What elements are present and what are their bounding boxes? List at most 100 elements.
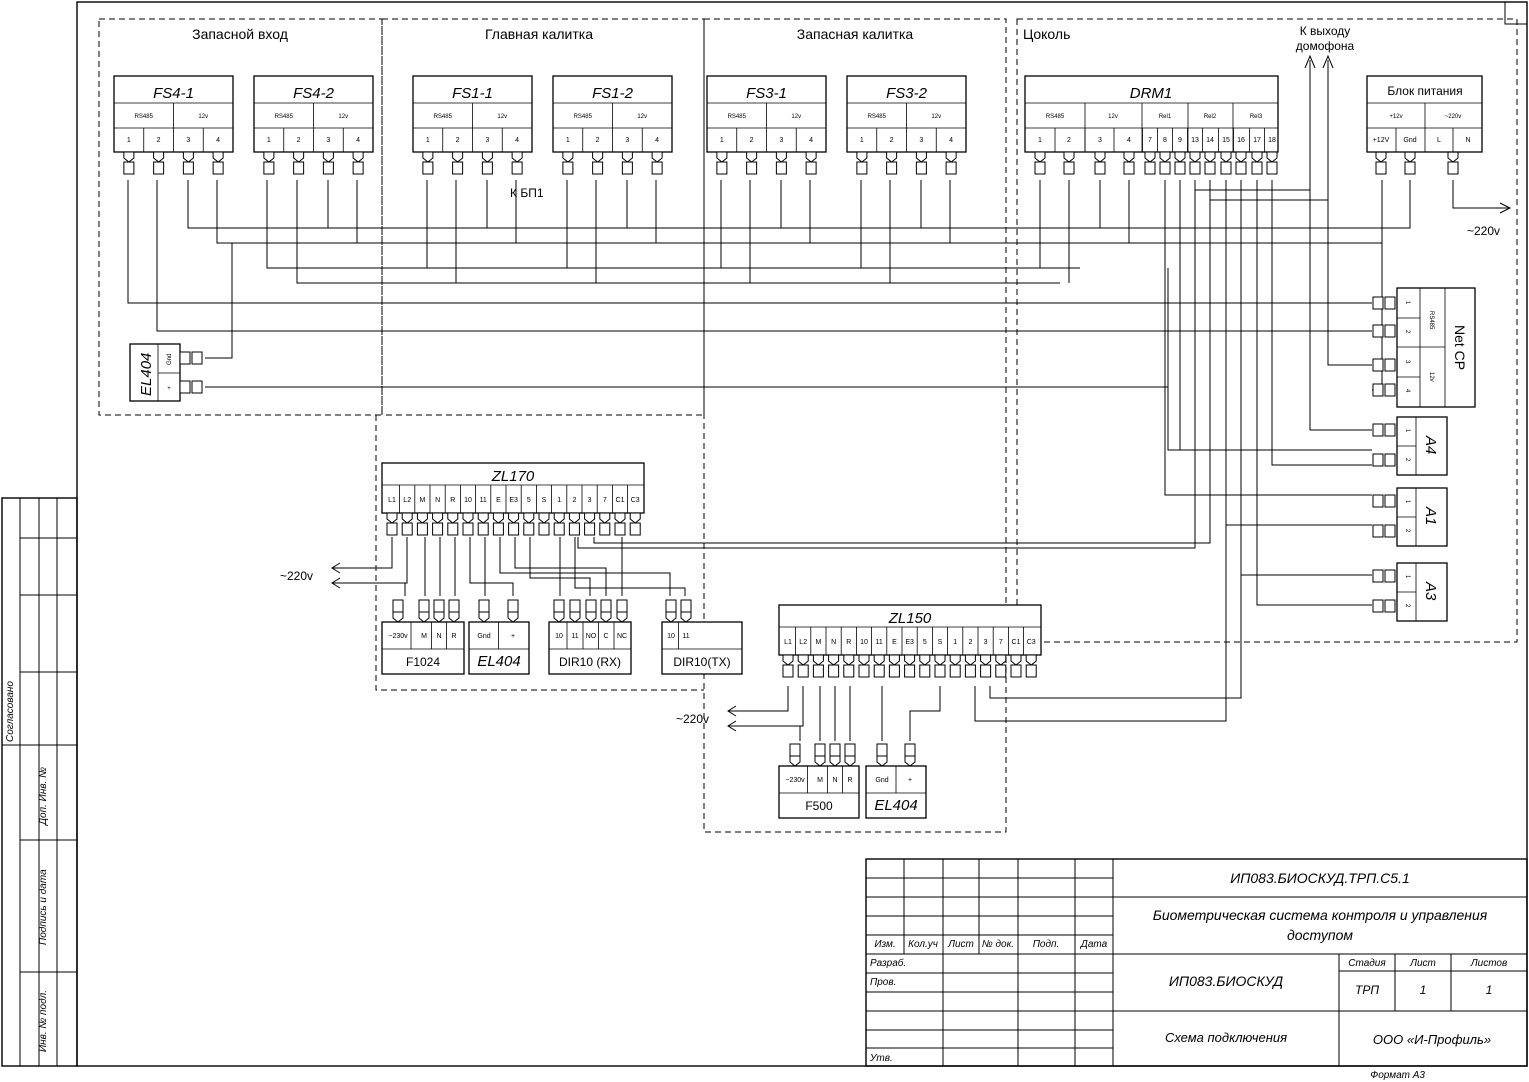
- reader-title: FS3-1: [746, 85, 787, 102]
- reader-pin-label: 1: [267, 137, 271, 144]
- reader-terminal: [212, 151, 224, 175]
- zl-pin-label: 1: [557, 497, 561, 504]
- zl-terminal: [1025, 654, 1037, 678]
- reader-pin-label: 3: [779, 137, 783, 144]
- zl-terminal: [980, 654, 992, 678]
- drm1-terminal: [1251, 151, 1263, 175]
- zl-terminal: [797, 654, 809, 678]
- role-approve: Утв.: [869, 1053, 893, 1064]
- reader-terminal: [182, 151, 194, 175]
- netcp-pin-3: 3: [1404, 360, 1410, 364]
- side-stamp: Согласовано Доп. Инв. № Подпись и дата И…: [1, 497, 78, 1067]
- reader-title: FS3-2: [886, 85, 928, 102]
- netcp-group-12v: 12v: [1428, 372, 1434, 382]
- reader-pin-label: 1: [566, 137, 570, 144]
- reader-pin-label: 3: [326, 137, 330, 144]
- annotations: К выходу домофона К БП1 ~220v ~220v ~220…: [280, 24, 1500, 726]
- zl-terminal: [477, 512, 489, 536]
- drm1-pin-label: 7: [1148, 137, 1152, 144]
- zl-pin-label: 10: [464, 497, 472, 504]
- device-pin-label: N: [436, 633, 441, 640]
- title-block: ИП083.БИОСКУД.ТРП.С5.1 Биометрическая си…: [865, 858, 1528, 1081]
- device-pin-label: +: [511, 633, 515, 640]
- zl-pin-label: 5: [527, 497, 531, 504]
- device-pin-label: N: [832, 777, 837, 784]
- drm1-terminal: [1144, 151, 1156, 175]
- reader-terminal: [915, 151, 927, 175]
- zl-pin-label: S: [542, 497, 547, 504]
- psu-group-220v: ~220v: [1445, 114, 1462, 120]
- reader-terminal: [352, 151, 364, 175]
- reader-group-rs485: RS485: [434, 114, 453, 120]
- drm1-pin-label: 17: [1253, 137, 1261, 144]
- zl-terminal: [523, 512, 535, 536]
- drm1-pin-label: 3: [1098, 137, 1102, 144]
- sheet-title: Схема подключения: [1165, 1030, 1287, 1045]
- intercom-exit-label-2: домофона: [1296, 39, 1355, 53]
- el404-left-title: EL404: [138, 353, 155, 396]
- reader-pin-label: 4: [356, 137, 360, 144]
- zl-terminal: [538, 512, 550, 536]
- reader-group-rs485: RS485: [574, 114, 593, 120]
- reader-terminal: [452, 151, 464, 175]
- reader-pin-label: 1: [127, 137, 131, 144]
- reader-pin-label: 3: [919, 137, 923, 144]
- zl-pin-label: R: [450, 497, 455, 504]
- zl-pin-label: 5: [923, 639, 927, 646]
- drm1-pin-label: 14: [1206, 137, 1214, 144]
- drm1-pin-label: 16: [1237, 137, 1245, 144]
- reader-group-12v: 12v: [198, 114, 208, 120]
- netcp-group-rs485: RS485: [1428, 311, 1434, 330]
- reader-terminal: [123, 151, 135, 175]
- lock-title: A1: [1422, 506, 1439, 525]
- reader-terminal: [805, 151, 817, 175]
- device-title: EL404: [874, 797, 917, 814]
- reader-pin-label: 2: [456, 137, 460, 144]
- reader-pin-label: 4: [949, 137, 953, 144]
- psu-pin-l: L: [1437, 137, 1441, 144]
- reader-pin-label: 4: [655, 137, 659, 144]
- reader-group-rs485: RS485: [868, 114, 887, 120]
- zl-terminal: [904, 654, 916, 678]
- zl-terminal: [386, 512, 398, 536]
- drm1-pin-label: 9: [1178, 137, 1182, 144]
- zl-terminal: [873, 654, 885, 678]
- stage-value: ТРП: [1355, 983, 1379, 997]
- agreed-label: Согласовано: [5, 681, 16, 742]
- reader-pin-label: 4: [515, 137, 519, 144]
- device-pin-label: R: [451, 633, 456, 640]
- device-pin-label: NC: [617, 633, 627, 640]
- reader-terminal: [716, 151, 728, 175]
- reader-pin-label: 1: [860, 137, 864, 144]
- col-date: Дата: [1080, 939, 1108, 950]
- zl-terminal: [416, 512, 428, 536]
- zl-terminal: [995, 654, 1007, 678]
- reader-pin-label: 2: [157, 137, 161, 144]
- intercom-exit-label-1: К выходу: [1300, 24, 1351, 38]
- company-name: ООО «И-Профиль»: [1373, 1032, 1491, 1047]
- col-change: Изм.: [874, 939, 895, 950]
- netcp-pin-2: 2: [1404, 330, 1410, 334]
- device-pin-label: M: [817, 777, 823, 784]
- reader-terminal: [562, 151, 574, 175]
- reader-pin-label: 2: [750, 137, 754, 144]
- zl-pin-label: C3: [1027, 639, 1036, 646]
- reader-pin-label: 4: [216, 137, 220, 144]
- zl-pin-label: C1: [616, 497, 625, 504]
- el404-left-pin-plus: +: [167, 386, 171, 392]
- drm1-terminal: [1235, 151, 1247, 175]
- zl-terminal: [492, 512, 504, 536]
- reader-group-rs485: RS485: [135, 114, 154, 120]
- reader-pin-label: 1: [720, 137, 724, 144]
- zl-title: ZL170: [491, 468, 535, 485]
- lock-title: A3: [1422, 581, 1439, 601]
- drm1-group-12v: 12v: [1108, 114, 1118, 120]
- zl-terminal: [964, 654, 976, 678]
- device-title: EL404: [477, 653, 520, 670]
- drm1-terminal: [1123, 151, 1135, 175]
